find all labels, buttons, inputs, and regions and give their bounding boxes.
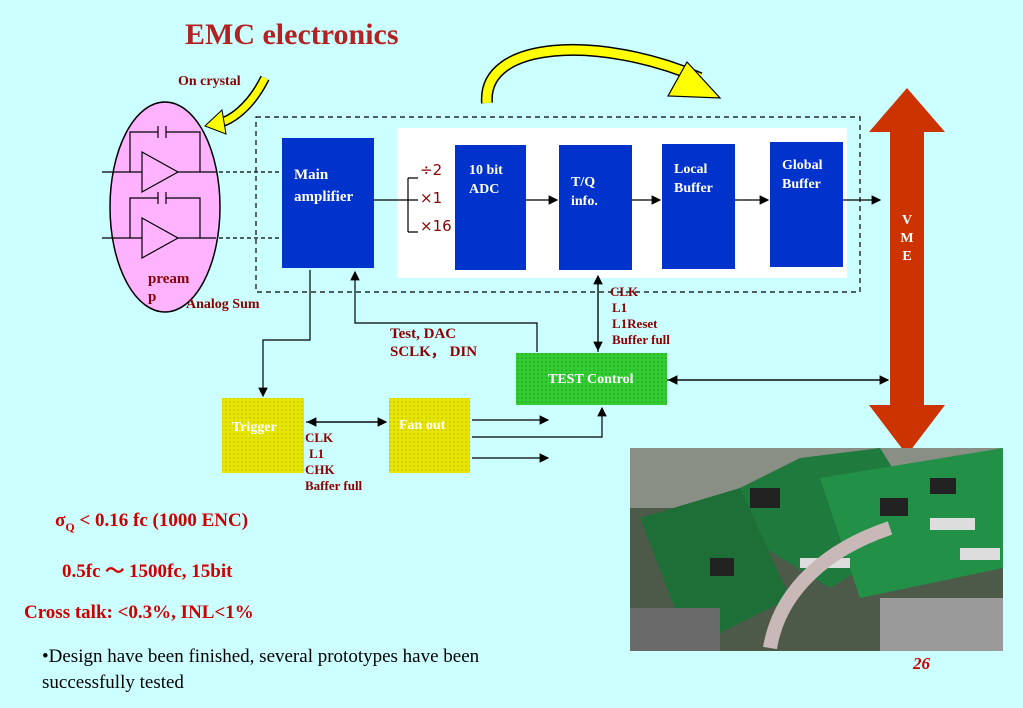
on-crystal-label: On crystal bbox=[178, 74, 241, 89]
trigger-box bbox=[222, 398, 304, 473]
board-photo-art bbox=[630, 448, 1003, 651]
page-title: EMC electronics bbox=[185, 18, 399, 51]
status-bullet: •Design have been finished, several prot… bbox=[42, 646, 480, 693]
fan-out-box bbox=[389, 398, 470, 473]
range-stat: 0.5fc ～ 1500fc, 15bit bbox=[62, 561, 233, 582]
test-control-box bbox=[516, 353, 667, 405]
dashed-frame bbox=[255, 116, 861, 293]
sigma-stat: σQ < 0.16 fc (1000 ENC) bbox=[55, 510, 249, 534]
preamp-circuit bbox=[102, 126, 283, 260]
fan-out-label: Fan out bbox=[399, 418, 446, 433]
preamp-ellipse bbox=[109, 101, 221, 313]
analog-sum-label: Analog Sum bbox=[186, 297, 260, 312]
trigger-label: Trigger bbox=[232, 420, 277, 435]
test-control-label: TEST Control bbox=[548, 372, 634, 387]
clk-signals-bottom: CLK L1 CHK Baffer full bbox=[305, 430, 363, 493]
prototype-board-photo bbox=[630, 448, 1003, 651]
vme-bus-arrow bbox=[869, 88, 945, 455]
page-number: 26 bbox=[913, 654, 930, 673]
clk-signals-right: CLK L1 L1Reset Buffer full bbox=[610, 284, 670, 347]
gain-labels: ÷2 ×1 ×16 bbox=[420, 161, 452, 235]
crosstalk-stat: Cross talk: <0.3%, INL<1% bbox=[24, 602, 254, 623]
